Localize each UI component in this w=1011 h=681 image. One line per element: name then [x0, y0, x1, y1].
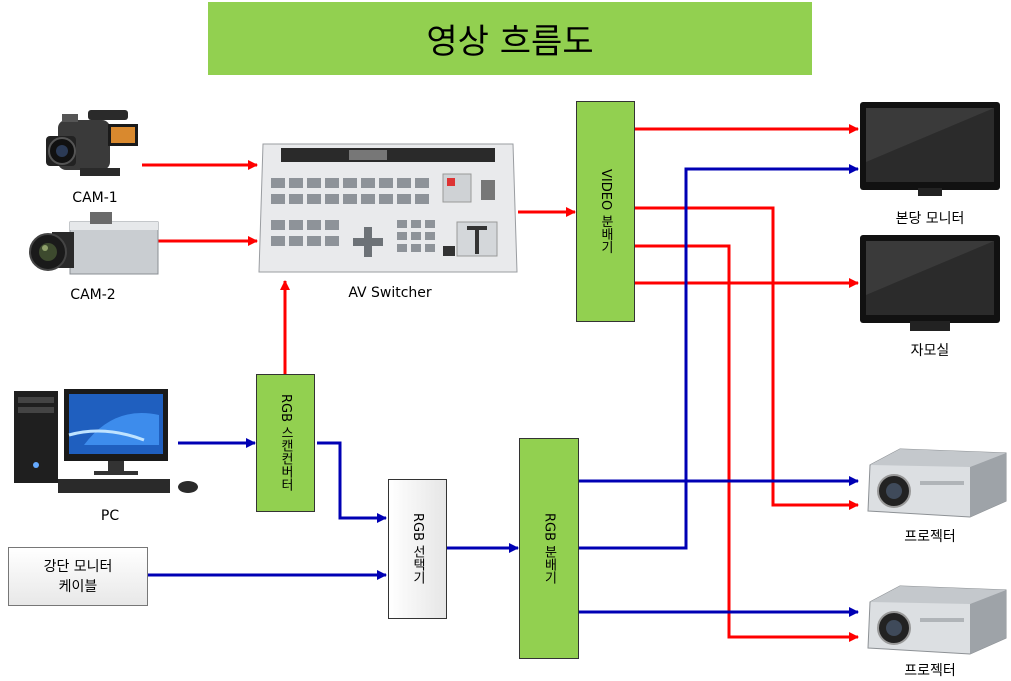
lecture-monitor-line1: 강단 모니터: [43, 558, 113, 575]
rgb-selector-box: RGB 선택기: [388, 479, 447, 619]
desktop-pc-icon: [14, 389, 198, 493]
tv-monitor-icon: [860, 235, 1000, 331]
video-splitter-box: VIDEO 분배기: [576, 101, 635, 322]
lecture-monitor-line2: 케이블: [58, 578, 98, 595]
rgb-splitter-box: RGB 분배기: [519, 438, 579, 659]
rgb-scan-converter-box: RGB 스캔컨버터: [256, 374, 315, 512]
cam1-label: CAM-1: [72, 190, 118, 206]
pc-label: PC: [100, 508, 120, 524]
wire-scanconv-selector: [317, 441, 387, 523]
projector-icon: [867, 448, 1007, 518]
rgb-scan-converter-label: RGB 스캔컨버터: [278, 394, 293, 492]
monitor-main-label: 본당 모니터: [895, 211, 965, 227]
rgb-selector-label: RGB 선택기: [410, 513, 425, 585]
wire-video-projector2: [634, 244, 859, 642]
projector-icon: [867, 585, 1007, 655]
wire-video-projector1: [634, 206, 859, 510]
cam2-label: CAM-2: [70, 287, 116, 303]
projector2-label: 프로젝터: [904, 663, 956, 679]
wire-rgbsplit-monitor-main: [578, 164, 859, 550]
projector1-label: 프로젝터: [904, 529, 956, 545]
rgb-splitter-label: RGB 분배기: [541, 512, 557, 585]
title-text: 영상 흐름도: [426, 22, 594, 62]
av-switcher-icon: [258, 143, 518, 273]
av-switcher-label: AV Switcher: [348, 285, 432, 301]
tv-monitor-icon: [860, 102, 1000, 196]
video-splitter-label: VIDEO 분배기: [598, 169, 613, 254]
lecture-monitor-cable-box: 강단 모니터 케이블: [8, 547, 148, 606]
diagram-title: 영상 흐름도: [208, 2, 812, 75]
box-camera-icon: [29, 212, 159, 275]
monitor-sub-label: 자모실: [910, 343, 950, 359]
camcorder-icon: [46, 110, 138, 176]
